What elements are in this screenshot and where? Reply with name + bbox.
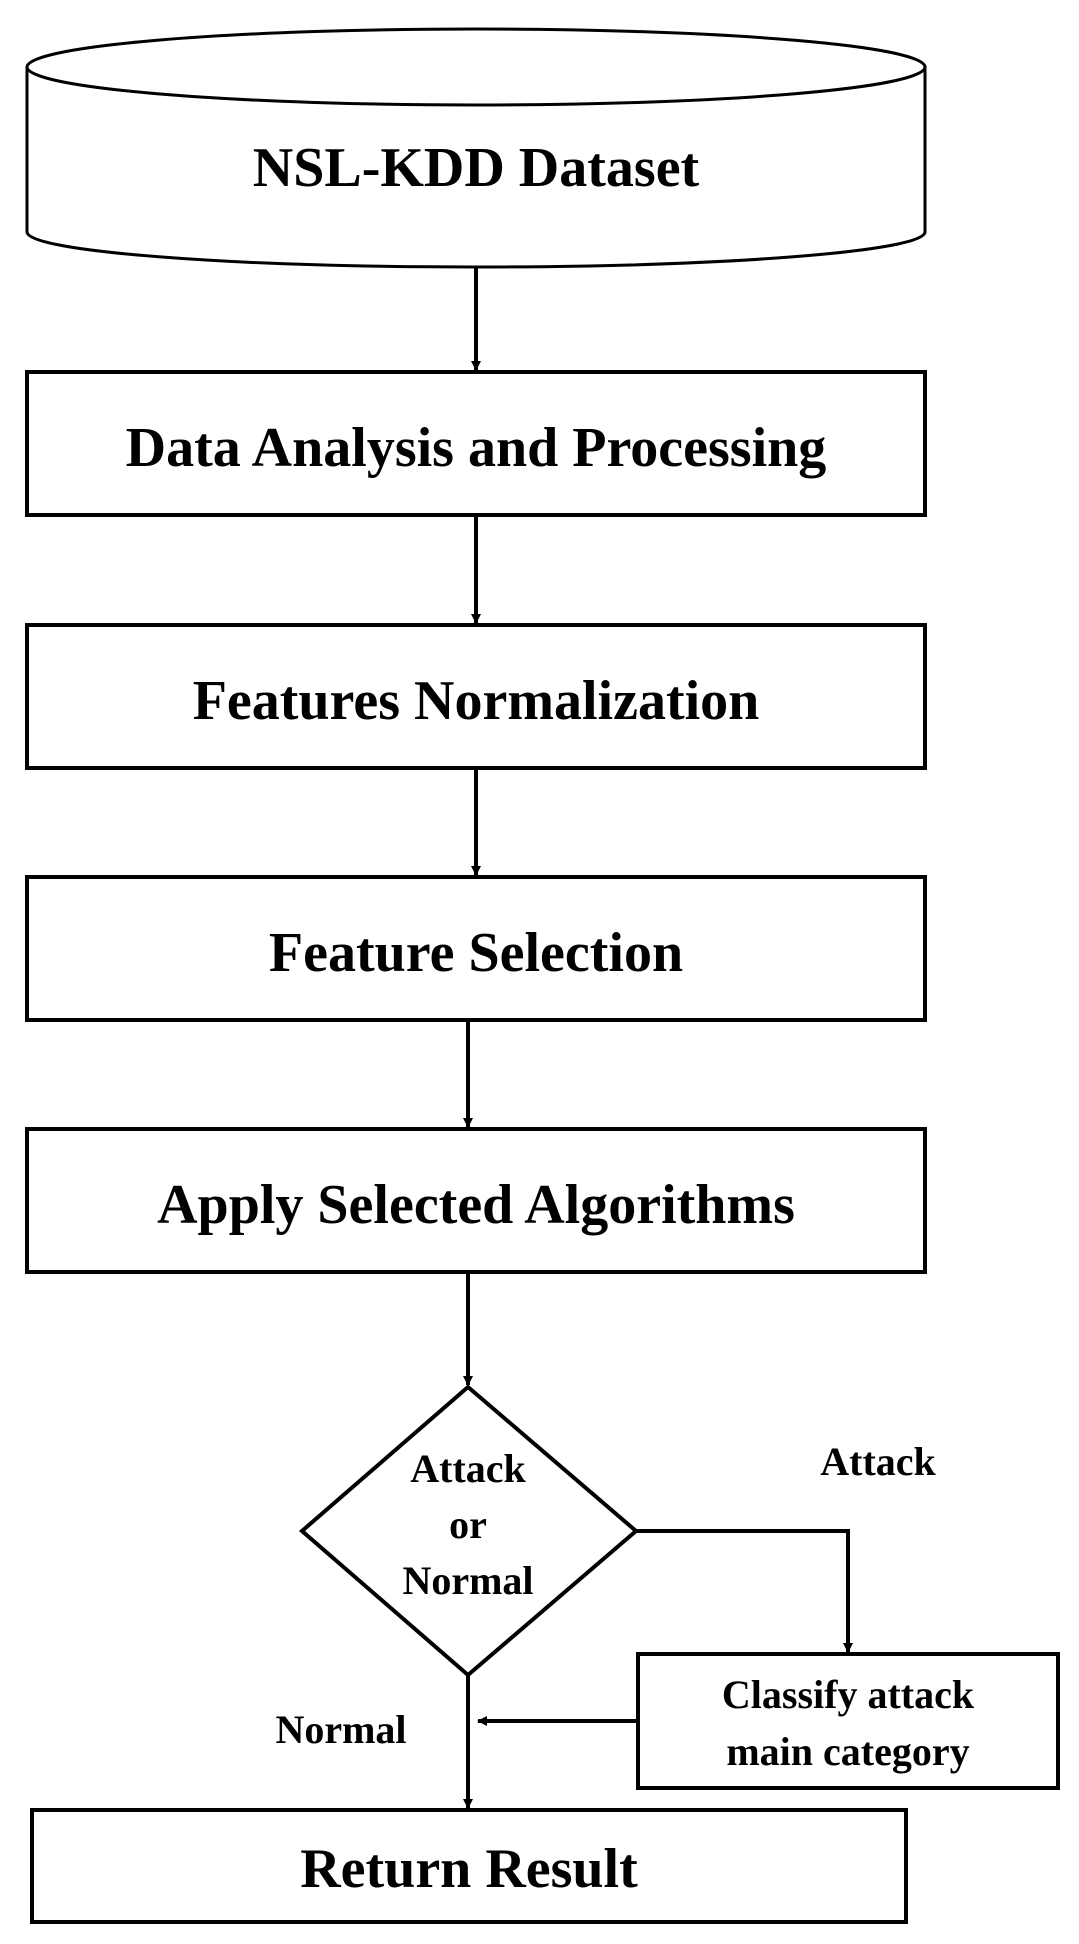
return-result-rect [30, 1808, 908, 1924]
dataset-cylinder-top [25, 27, 927, 107]
decision-diamond: Attack or Normal [298, 1384, 640, 1678]
features-normalization-rect [25, 623, 927, 770]
edge-label-normal: Normal [275, 1707, 406, 1752]
feature-selection-rect [25, 875, 927, 1022]
return-result-box: Return Result [30, 1808, 908, 1924]
feature-selection-box: Feature Selection [25, 875, 927, 1022]
classify-attack-line-1: Classify attack [722, 1672, 975, 1717]
classify-attack-rect [636, 1652, 1060, 1790]
decision-line-2: or [449, 1502, 487, 1547]
data-analysis-rect [25, 370, 927, 517]
data-analysis-label: Data Analysis and Processing [126, 417, 827, 479]
apply-algorithms-rect [25, 1127, 927, 1274]
dataset-cylinder: NSL-KDD Dataset [25, 27, 927, 269]
dataset-label: NSL-KDD Dataset [253, 137, 700, 199]
edge-label-attack: Attack [820, 1439, 936, 1484]
classify-attack-line-2: main category [726, 1729, 969, 1774]
decision-line-1: Attack [410, 1446, 526, 1491]
feature-selection-label: Feature Selection [269, 922, 683, 984]
return-result-label: Return Result [300, 1838, 638, 1900]
classify-attack-box: Classify attack main category [636, 1652, 1060, 1790]
features-normalization-box: Features Normalization [25, 623, 927, 770]
decision-line-3: Normal [402, 1558, 533, 1603]
dataset-cylinder-body [25, 67, 927, 269]
arrow-decision-to-classify [636, 1529, 853, 1653]
data-analysis-box: Data Analysis and Processing [25, 370, 927, 517]
apply-algorithms-box: Apply Selected Algorithms [25, 1127, 927, 1274]
features-normalization-label: Features Normalization [193, 670, 760, 732]
apply-algorithms-label: Apply Selected Algorithms [157, 1174, 795, 1236]
